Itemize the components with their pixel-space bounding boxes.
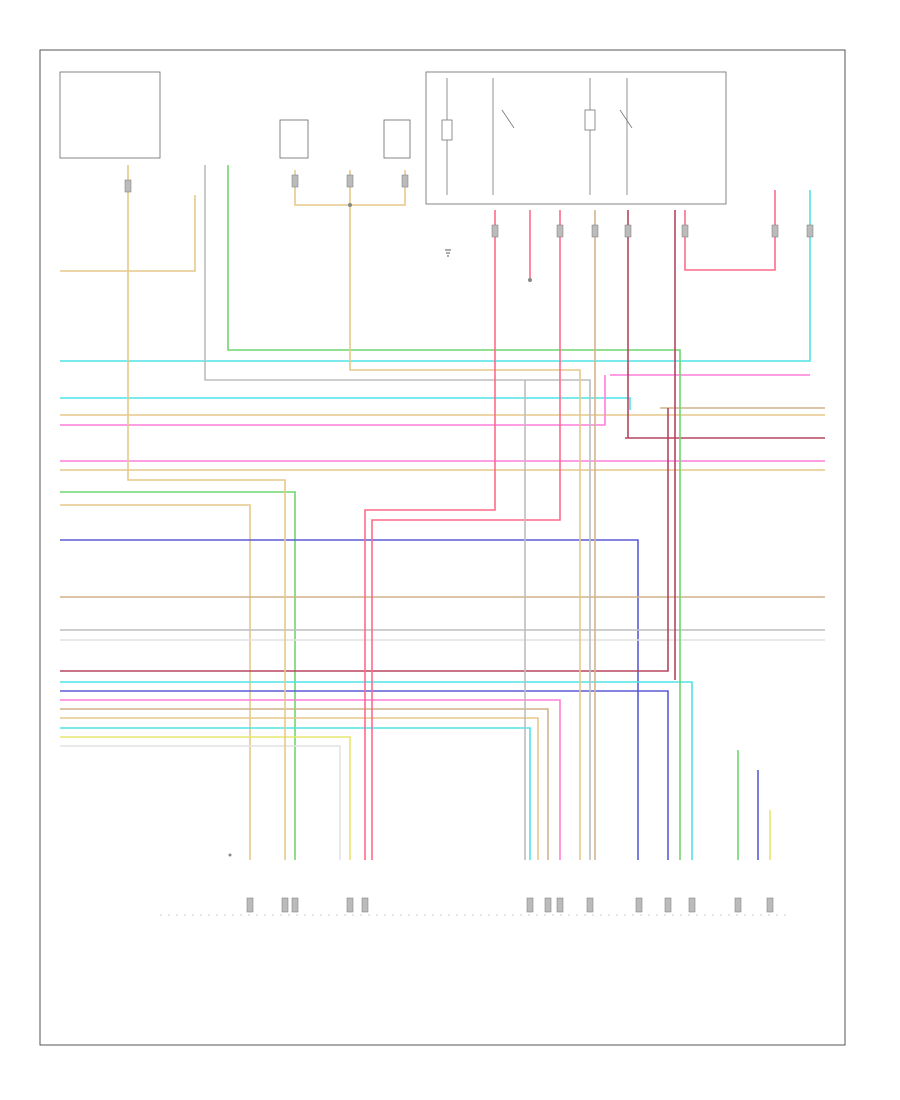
- vertical-wires: [127, 165, 776, 860]
- wire-dk-blu-2: [60, 690, 669, 860]
- connector-icon: [544, 897, 552, 913]
- wire-tan-5: [60, 717, 539, 860]
- wire-lt-blu-4: [60, 727, 531, 860]
- connector-icon: [681, 224, 689, 238]
- diagram-frame: [39, 49, 846, 1046]
- wire-tan-v1: [127, 165, 286, 860]
- wire-wht-2: [60, 745, 341, 860]
- fuse-block-internals: [441, 78, 633, 195]
- wire-dk-red-2: [60, 408, 669, 672]
- wire-gry-v1: [204, 165, 591, 860]
- wire-tan-v3: [349, 170, 581, 860]
- connector-icon: [766, 897, 774, 913]
- wire-grn-v1: [227, 165, 681, 860]
- connector-icon: [591, 224, 599, 238]
- wire-tan-1: [60, 195, 196, 272]
- ground-icon: [445, 249, 451, 257]
- connector-icon: [291, 174, 299, 188]
- wire-tan-4: [60, 504, 251, 860]
- wire-red-v1: [364, 210, 496, 860]
- wire-yel-1: [60, 736, 351, 860]
- wire-lt-blu-1: [60, 190, 811, 362]
- connector-icon: [491, 224, 499, 238]
- connector-icon: [401, 174, 409, 188]
- connector-icon: [246, 897, 254, 913]
- wire-lt-blu-2: [60, 397, 631, 410]
- connector-icon: [556, 224, 564, 238]
- connector-icon: [586, 897, 594, 913]
- connector-icon: [526, 897, 534, 913]
- connector-icon: [806, 224, 814, 238]
- connector-icon: [346, 897, 354, 913]
- wire-pnk-2: [60, 375, 606, 426]
- pcm-connector-row: [160, 897, 790, 916]
- connector-icon: [291, 897, 299, 913]
- upper-connectors: [124, 174, 814, 238]
- connector-icon: [556, 897, 564, 913]
- sensor-box: [383, 119, 411, 159]
- wire-brn-3: [60, 708, 549, 860]
- connector-icon: [771, 224, 779, 238]
- connector-icon: [688, 897, 696, 913]
- horizontal-wires: [60, 190, 825, 860]
- connector-icon: [281, 897, 289, 913]
- connector-icon: [624, 224, 632, 238]
- control-module-box: [279, 119, 309, 159]
- connector-icon: [635, 897, 643, 913]
- connector-icon: [734, 897, 742, 913]
- fuse-block-box: [425, 71, 727, 205]
- connector-icon: [346, 174, 354, 188]
- connector-icon: [664, 897, 672, 913]
- splice-icon: [528, 278, 532, 282]
- connector-icon: [124, 179, 132, 193]
- splice-icon: [348, 203, 352, 207]
- wire-pnk-4: [60, 699, 561, 860]
- splices: [228, 203, 532, 857]
- splice-icon: [228, 853, 232, 857]
- connector-icon: [361, 897, 369, 913]
- wire-red-v2: [371, 210, 561, 860]
- wire-grn-1: [60, 491, 296, 860]
- instrument-panel-cluster-box: [59, 71, 161, 159]
- wire-lt-blu-3: [60, 681, 693, 860]
- wire-dk-blu-1: [60, 539, 639, 860]
